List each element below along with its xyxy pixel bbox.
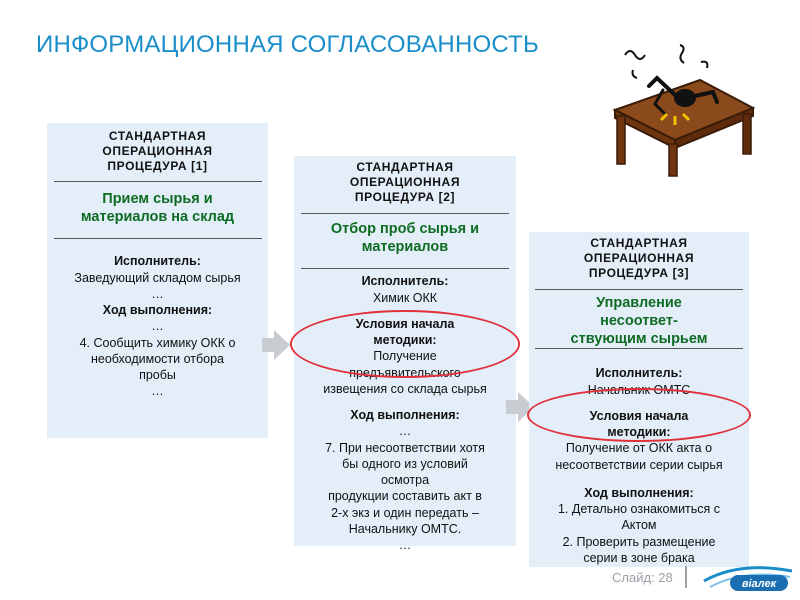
process-title: Отбор проб сырья и материалов: [294, 220, 516, 256]
conditions-text: Получение от ОКК акта о несоответствии с…: [529, 440, 749, 473]
slide-number: Слайд: 28: [612, 570, 673, 585]
executor-value: Химик ОКК: [294, 290, 516, 306]
ellipsis: …: [294, 423, 516, 439]
highlight-ellipse: [527, 388, 751, 442]
procedure-card-1: СТАНДАРТНАЯ ОПЕРАЦИОННАЯ ПРОЦЕДУРА [1] П…: [47, 123, 268, 438]
card-header: СТАНДАРТНАЯ ОПЕРАЦИОННАЯ ПРОЦЕДУРА [1]: [47, 129, 268, 174]
progress-label: Ход выполнения:: [294, 407, 516, 423]
frustrated-person-illustration: [605, 40, 755, 180]
process-title: Управление несоответ- ствующим сырьем: [529, 294, 749, 348]
divider: [301, 268, 509, 269]
card-header: СТАНДАРТНАЯ ОПЕРАЦИОННАЯ ПРОЦЕДУРА [3]: [529, 236, 749, 281]
process-title: Прием сырья и материалов на склад: [47, 190, 268, 226]
ellipsis: …: [47, 286, 268, 302]
progress-label: Ход выполнения:: [47, 302, 268, 318]
divider: [54, 238, 262, 239]
slide-title: ИНФОРМАЦИОННАЯ СОГЛАСОВАННОСТЬ: [36, 31, 539, 59]
divider: [54, 181, 262, 182]
ellipsis: …: [294, 537, 516, 553]
divider: [535, 348, 743, 349]
progress-text: 7. При несоответствии хотя бы одного из …: [294, 440, 516, 538]
executor-label: Исполнитель:: [47, 253, 268, 269]
ellipsis: …: [47, 383, 268, 399]
progress-text: 4. Сообщить химику ОКК о необходимости о…: [47, 335, 268, 384]
desk-drawing: [615, 45, 753, 176]
card-header: СТАНДАРТНАЯ ОПЕРАЦИОННАЯ ПРОЦЕДУРА [2]: [294, 160, 516, 205]
ellipsis: …: [47, 318, 268, 334]
divider: [301, 213, 509, 214]
progress-label: Ход выполнения:: [529, 485, 749, 501]
divider: [535, 289, 743, 290]
logo-mark: віалек: [704, 568, 792, 591]
footer-divider: [685, 566, 687, 588]
executor-label: Исполнитель:: [294, 273, 516, 289]
highlight-ellipse: [290, 310, 520, 378]
company-logo: віалек: [700, 555, 796, 597]
executor-label: Исполнитель:: [529, 365, 749, 381]
svg-text:віалек: віалек: [742, 578, 778, 590]
executor-value: Заведующий складом сырья: [47, 270, 268, 286]
